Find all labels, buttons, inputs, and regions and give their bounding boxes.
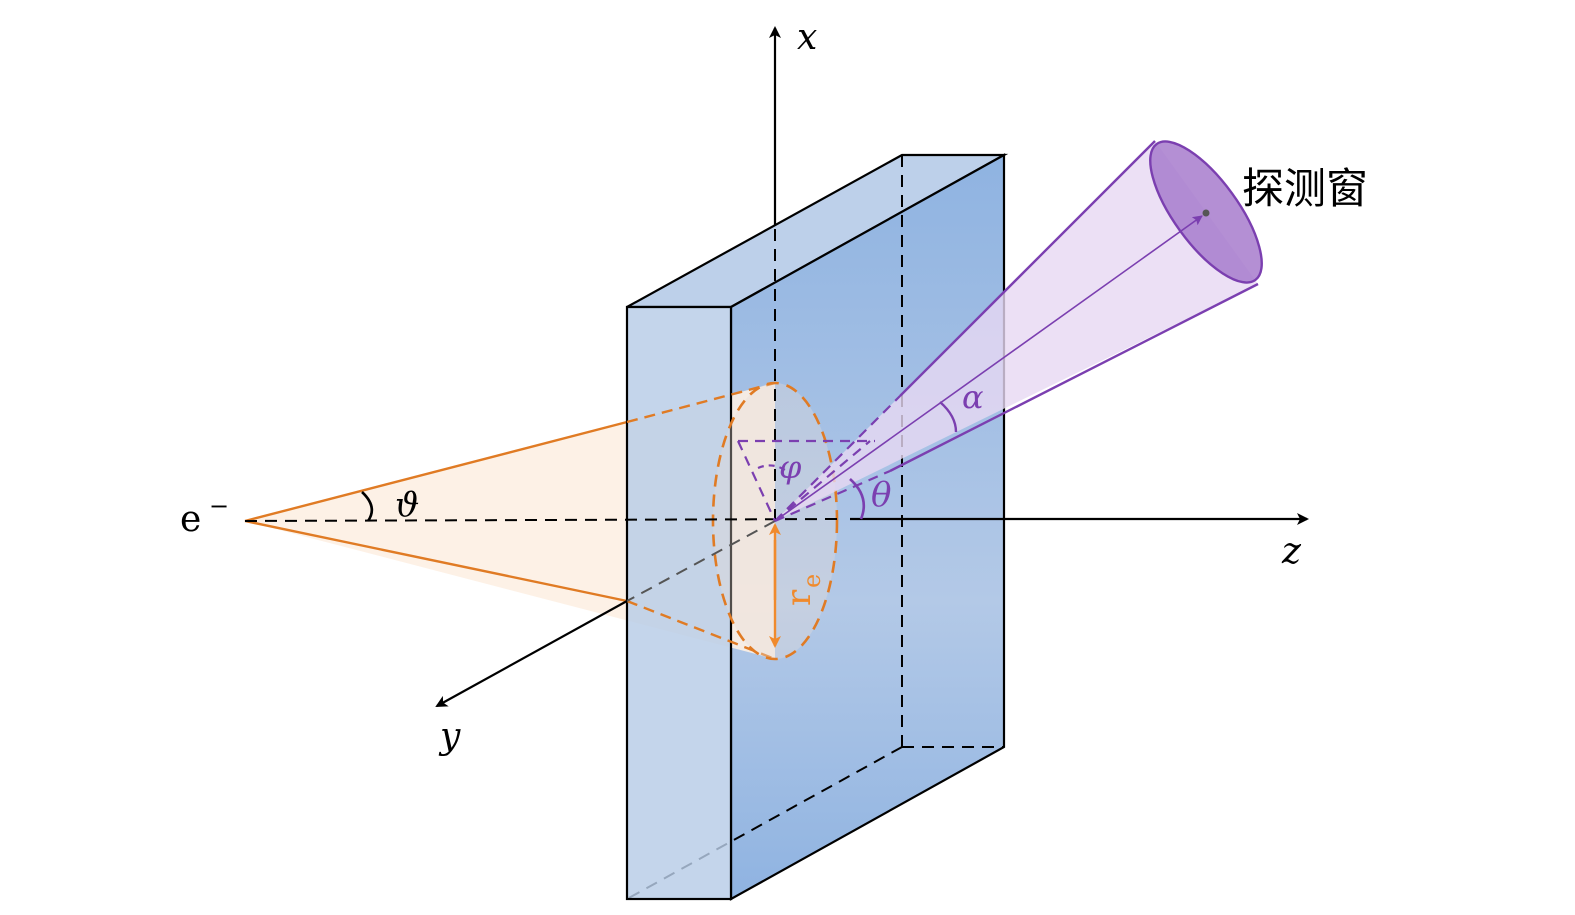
y-axis-label: y (438, 716, 461, 757)
theta-arc (849, 478, 865, 520)
radius-label: r e (779, 574, 826, 606)
svg-text:e: e (798, 574, 826, 588)
detector-axis-arrow (774, 215, 1203, 522)
phi-label: φ (779, 448, 802, 486)
phi-projection (737, 439, 875, 522)
vartheta-arc (361, 491, 374, 522)
alpha-label: α (962, 378, 984, 416)
detector-cone-lower-edge (889, 282, 1259, 473)
detector-cone-fill (775, 141, 1258, 521)
y-axis-line (435, 600, 628, 707)
beam-lower-edge (244, 519, 628, 603)
theta-label: θ (871, 475, 891, 515)
slab-front-face (625, 305, 733, 901)
detector-center-dot (1202, 209, 1210, 217)
detector-cone-upper-edge (899, 140, 1156, 397)
phi-arc (757, 464, 786, 471)
x-axis-label: x (797, 17, 817, 58)
detector-cone-lower-dashed (774, 469, 891, 523)
y-axis-dashed (626, 520, 776, 602)
detector-window-label: 探测窗 (1242, 164, 1368, 213)
svg-text:r: r (779, 589, 819, 606)
vartheta-label: ϑ (395, 485, 419, 525)
beam-upper-dashed (626, 381, 776, 424)
z-axis-label: z (1281, 531, 1302, 572)
beam-upper-edge (244, 420, 628, 523)
alpha-arc (939, 401, 958, 433)
electron-label: e (180, 499, 201, 540)
electron-charge-label: − (209, 492, 229, 520)
detector-cone-upper-dashed (774, 395, 901, 522)
